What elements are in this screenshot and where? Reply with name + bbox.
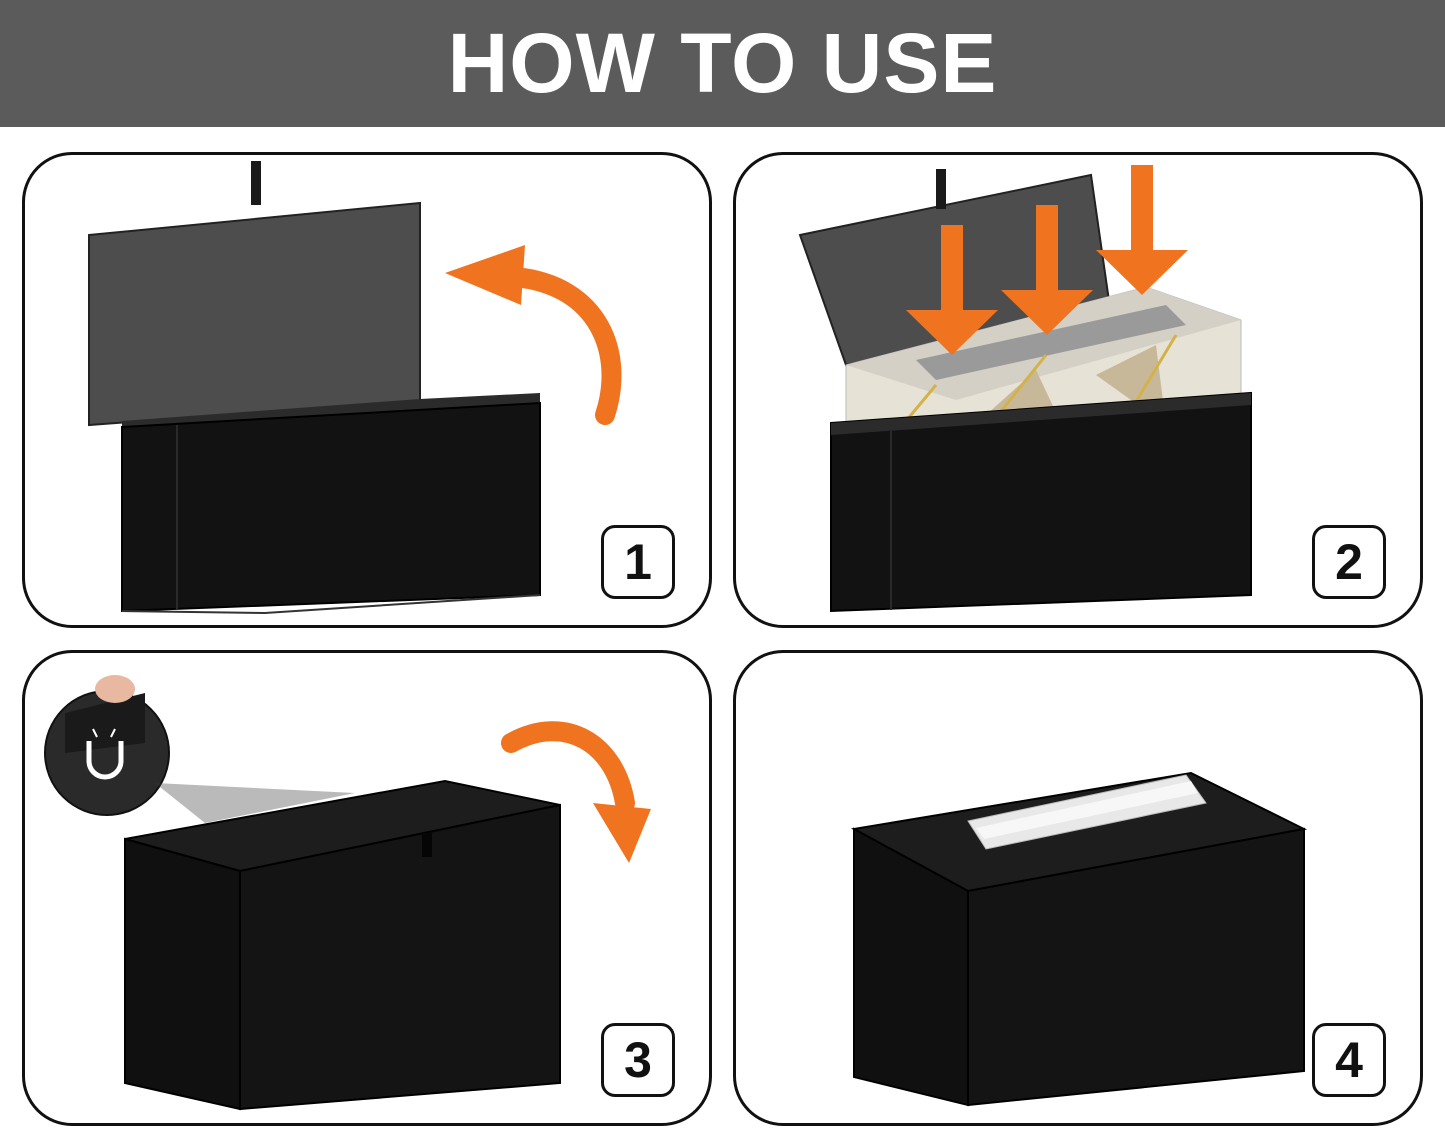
down-arrows-icon bbox=[906, 165, 1188, 355]
step-panel-1: 1 bbox=[22, 152, 712, 628]
magnet-icon bbox=[86, 728, 124, 780]
step-panel-2: 2 bbox=[733, 152, 1423, 628]
tissue-icon bbox=[967, 774, 1207, 850]
step-number-2: 2 bbox=[1312, 525, 1386, 599]
step-number-3: 3 bbox=[601, 1023, 675, 1097]
header-banner: HOW TO USE bbox=[0, 0, 1445, 127]
pull-tab-icon bbox=[936, 169, 946, 209]
step-number-1: 1 bbox=[601, 525, 675, 599]
step-panel-4: 4 bbox=[733, 650, 1423, 1126]
step-number-4: 4 bbox=[1312, 1023, 1386, 1097]
page-title: HOW TO USE bbox=[447, 16, 998, 110]
open-box-illustration bbox=[88, 161, 622, 615]
pull-tab-icon bbox=[251, 161, 261, 205]
insert-tissue-illustration bbox=[798, 165, 1252, 613]
tissue-box-ready-illustration bbox=[850, 771, 1308, 1107]
curved-arrow-down-icon bbox=[501, 721, 651, 863]
close-lid-illustration bbox=[44, 675, 651, 1111]
step-panel-3: 3 bbox=[22, 650, 712, 1126]
magnet-inset bbox=[44, 675, 355, 823]
curved-arrow-up-icon bbox=[445, 245, 622, 425]
